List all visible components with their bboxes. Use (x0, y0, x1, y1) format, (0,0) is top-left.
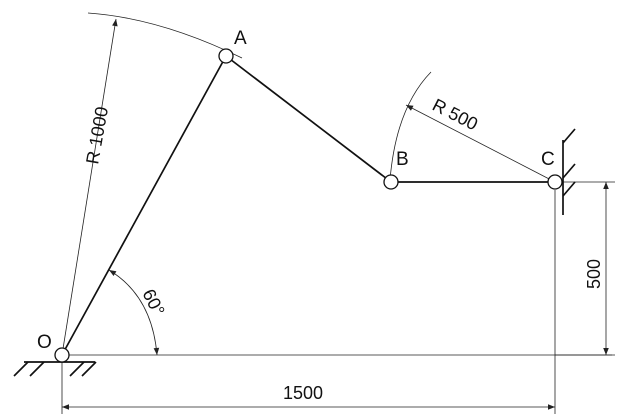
link-ab (225, 55, 392, 183)
radius-500-arc (389, 71, 432, 181)
radius-500-dimension-line (405, 104, 556, 183)
joint-a (218, 48, 234, 64)
label-dim-500: 500 (584, 259, 604, 289)
wall-support-c (562, 128, 576, 215)
joint-c (547, 174, 563, 190)
label-point-o: O (37, 332, 52, 353)
label-radius-500: R 500 (429, 95, 481, 135)
label-point-c: C (541, 149, 555, 170)
radius-1000-dimension-line (61, 18, 118, 356)
ground-support-o (13, 361, 97, 377)
link-oa (61, 55, 227, 356)
joint-o (54, 347, 70, 363)
label-point-a: A (234, 28, 247, 49)
angle-60-arc (108, 269, 160, 356)
label-point-b: B (396, 149, 409, 170)
label-dim-1500: 1500 (283, 383, 323, 403)
label-angle-60: 60° (138, 286, 168, 319)
joint-b (383, 174, 399, 190)
label-radius-1000: R 1000 (82, 105, 112, 166)
